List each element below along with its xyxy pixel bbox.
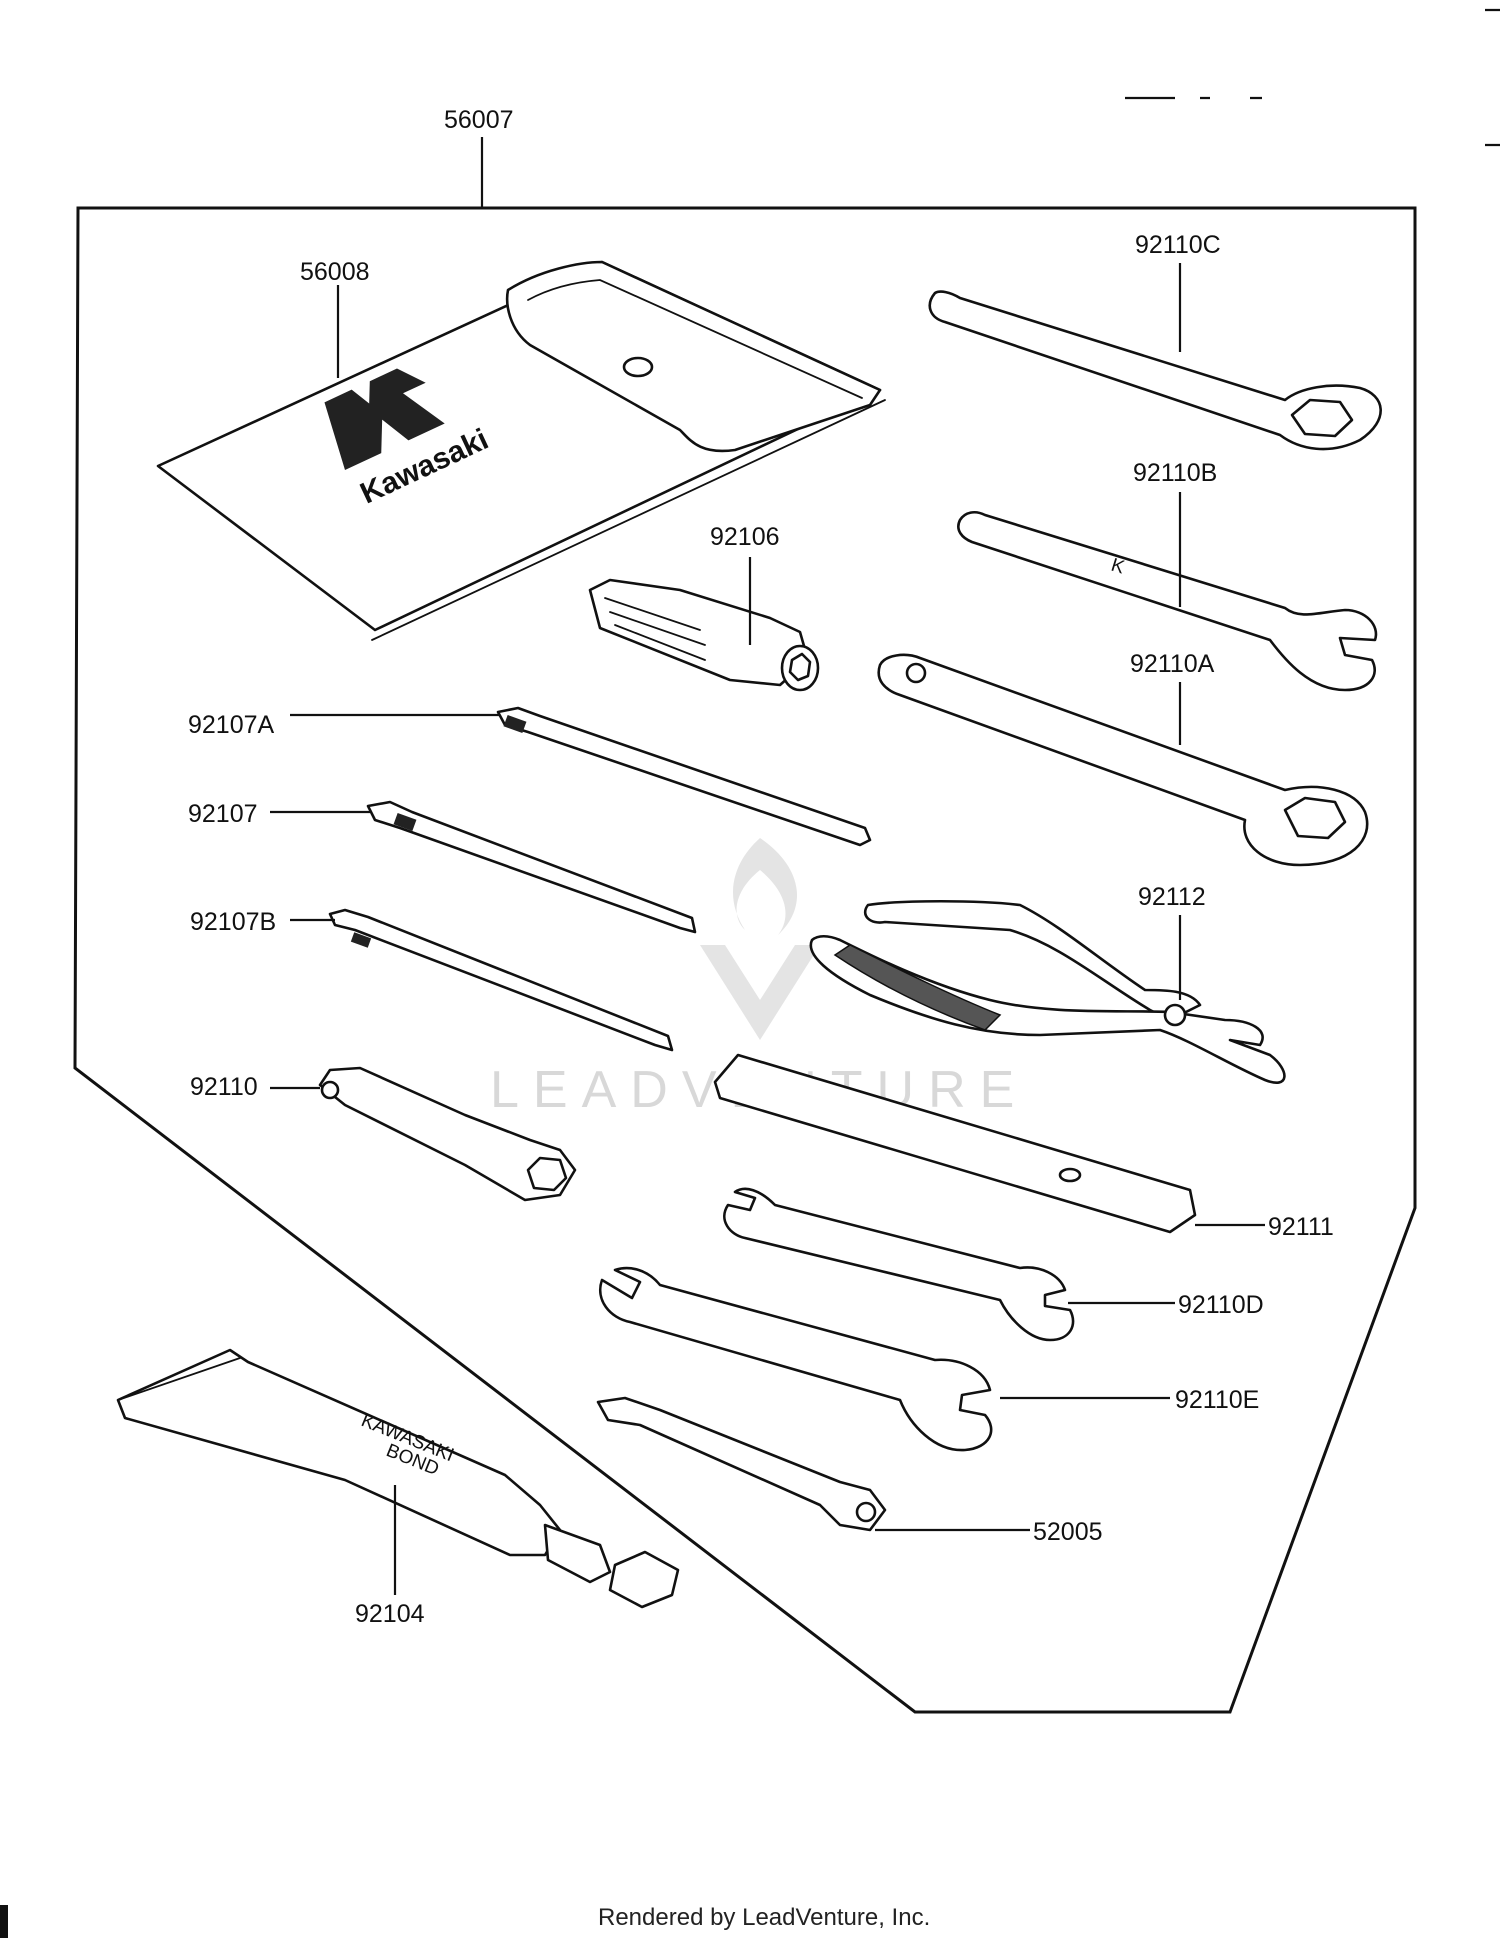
label-52005: 52005 — [1033, 1518, 1103, 1546]
leader-lines — [270, 137, 1265, 1595]
label-92112: 92112 — [1138, 883, 1206, 911]
kit-outline — [73, 206, 1417, 1714]
screwdriver-92107b — [328, 908, 674, 1052]
tool-52005 — [596, 1396, 887, 1532]
wrench-92110e — [599, 1266, 993, 1452]
label-92107: 92107 — [188, 800, 258, 828]
part-labels: 56007 56008 92110C 92110B 92106 92110A 9… — [188, 106, 1334, 1628]
label-56008: 56008 — [300, 258, 370, 286]
label-92107b: 92107B — [190, 908, 276, 936]
wrench-92110c — [928, 290, 1382, 451]
label-92107a: 92107A — [188, 711, 275, 739]
label-92106: 92106 — [710, 523, 780, 551]
label-92110c: 92110C — [1135, 231, 1221, 259]
footer-credit: Rendered by LeadVenture, Inc. — [598, 1904, 930, 1931]
svg-text:K: K — [1109, 555, 1128, 579]
wrench-92110b: K — [957, 510, 1378, 692]
wrench-92110a — [877, 653, 1369, 867]
screwdriver-92107 — [366, 800, 697, 934]
label-92110d: 92110D — [1178, 1291, 1264, 1319]
tool-pouch: Kawasaki — [156, 260, 886, 641]
bond-tube-92104: KAWASAKI BOND — [116, 1348, 680, 1609]
pliers-92112 — [809, 899, 1286, 1084]
box-socket-92110 — [318, 1066, 577, 1202]
handle-bar-92111 — [713, 1053, 1197, 1234]
label-92111: 92111 — [1268, 1213, 1334, 1241]
label-92110: 92110 — [190, 1073, 258, 1101]
label-56007: 56007 — [444, 106, 514, 134]
label-92110b: 92110B — [1133, 459, 1217, 487]
label-92104: 92104 — [355, 1600, 425, 1628]
wrench-92110d — [723, 1187, 1075, 1342]
screwdriver-92107a — [496, 706, 872, 847]
socket-92106 — [588, 578, 820, 692]
label-92110a: 92110A — [1130, 650, 1215, 678]
corner-marks — [0, 8, 1500, 1938]
label-92110e: 92110E — [1175, 1386, 1259, 1414]
